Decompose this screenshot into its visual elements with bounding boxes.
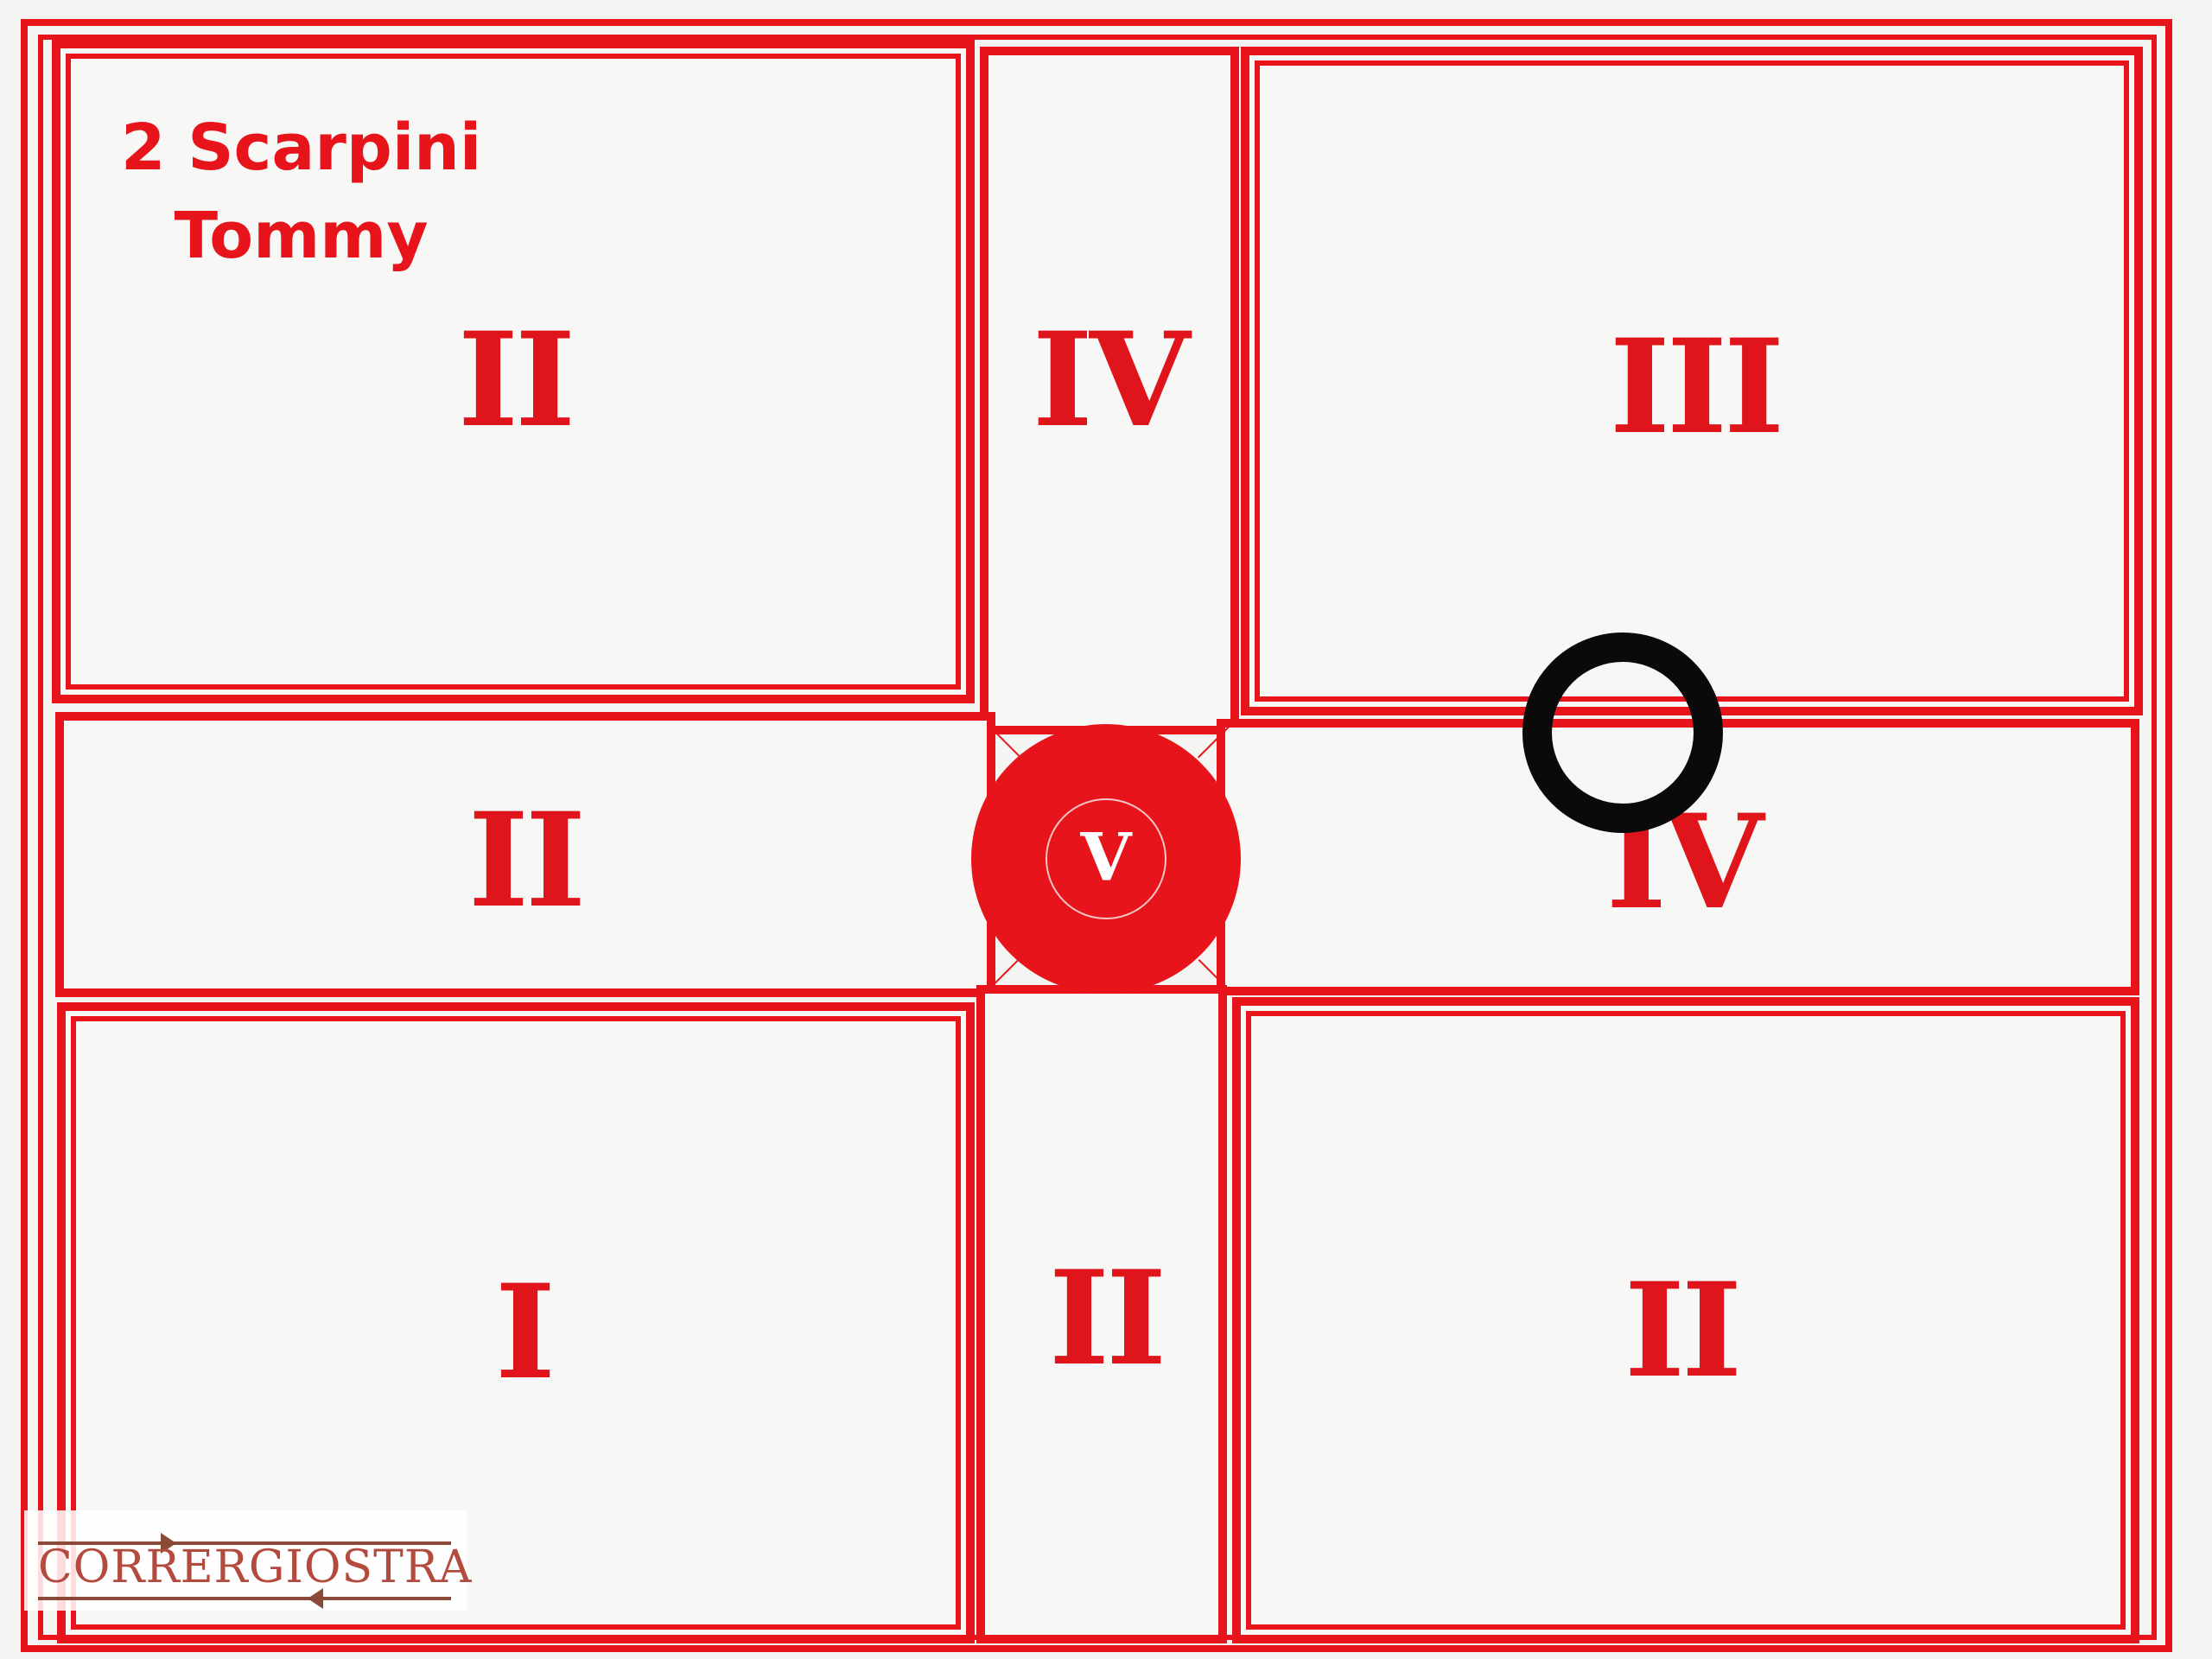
zone-label-middle-left: II [467, 785, 586, 937]
logo-arrow-right-icon [161, 1533, 176, 1554]
zone-label-top-right: III [1609, 311, 1784, 463]
logo-top-line [38, 1541, 451, 1545]
zone-top-left[interactable] [52, 40, 975, 703]
logo-arrow-left-icon [308, 1588, 323, 1609]
zone-bottom-center[interactable] [976, 985, 1227, 1643]
logo-bottom-line [38, 1597, 451, 1600]
title-line-2: Tommy [174, 199, 429, 273]
zone-label-bottom-center: II [1048, 1243, 1166, 1395]
shot-hole-marker [1522, 632, 1723, 833]
outer-border [21, 19, 2172, 1652]
zone-top-center[interactable] [980, 47, 1239, 734]
zone-bottom-right[interactable] [1232, 997, 2139, 1643]
bullseye-inner[interactable] [1046, 798, 1166, 919]
logo-backdrop [24, 1510, 467, 1611]
zone-label-bottom-right: II [1624, 1255, 1742, 1407]
zone-label-top-left: II [457, 304, 575, 456]
logo-text: CORRERGIOSTRA [38, 1541, 473, 1593]
zone-label-bottom-left: I [494, 1256, 556, 1408]
zone-bottom-left[interactable] [57, 1002, 975, 1643]
bullseye-label: V [1080, 818, 1132, 896]
zone-label-top-center: IV [1032, 304, 1191, 456]
title-line-1: 2 Scarpini [121, 111, 482, 185]
player-title: 2 Scarpini Tommy [121, 104, 481, 280]
